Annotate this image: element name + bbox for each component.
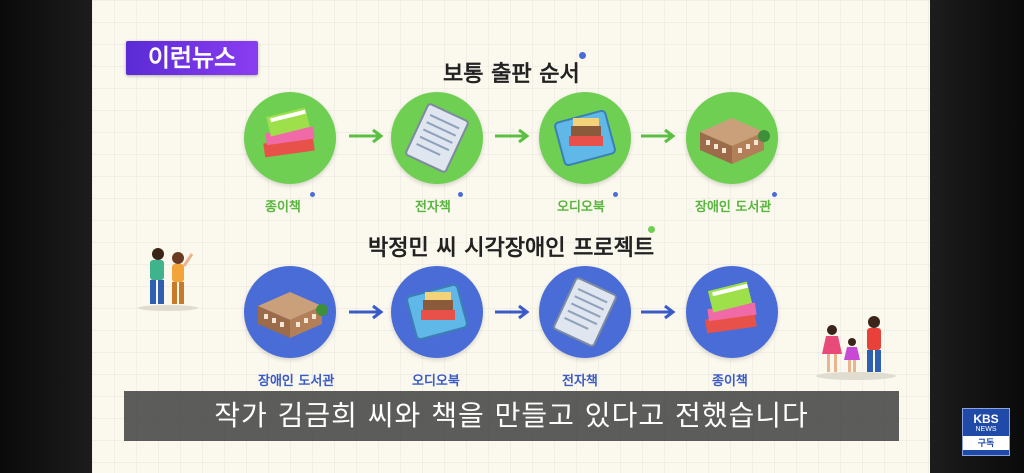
top-step-1-label: 종이책 xyxy=(265,200,301,215)
title-dot xyxy=(579,52,586,59)
caption-dot xyxy=(613,192,618,197)
bottom-section-title: 박정민 씨 시각장애인 프로젝트 xyxy=(368,236,655,261)
subscribe-label: 구독 xyxy=(963,436,1009,450)
arrow-right-icon xyxy=(495,304,530,320)
bottom-step-2-label: 오디오북 xyxy=(412,374,460,389)
caption-dot xyxy=(310,192,315,197)
audiobook-icon xyxy=(554,109,616,167)
paper-book-circle-bottom xyxy=(686,266,778,358)
top-step-4-label: 장애인 도서관 xyxy=(695,200,772,215)
logo-line-2: NEWS xyxy=(975,426,997,433)
walking-people-illustration xyxy=(138,248,198,311)
library-building-icon xyxy=(258,292,328,338)
arrow-right-icon xyxy=(641,128,676,144)
bottom-step-4-label: 종이책 xyxy=(712,374,748,389)
audiobook-circle-bottom xyxy=(391,266,483,358)
bottom-step-1-label: 장애인 도서관 xyxy=(258,374,335,389)
logo-line-1: KBS xyxy=(973,412,999,426)
ebook-circle-bottom xyxy=(539,266,631,358)
top-section-title: 보통 출판 순서 xyxy=(443,62,580,87)
ebook-circle xyxy=(391,92,483,184)
top-step-2-label: 전자책 xyxy=(415,200,451,215)
audiobook-icon xyxy=(406,283,468,341)
family-illustration xyxy=(816,316,896,380)
ebook-icon xyxy=(553,277,617,347)
subtitle-background xyxy=(124,391,899,441)
caption-dot xyxy=(458,192,463,197)
arrow-right-icon xyxy=(349,128,384,144)
top-step-3-label: 오디오북 xyxy=(557,200,605,215)
paper-book-icon xyxy=(263,107,315,158)
arrow-right-icon xyxy=(641,304,676,320)
left-letterbox xyxy=(0,0,92,473)
ebook-icon xyxy=(405,103,469,173)
subtitle-text: 작가 김금희 씨와 책을 만들고 있다고 전했습니다 xyxy=(214,399,809,432)
infographic-frame: 이런뉴스 보통 출판 순서 xyxy=(92,0,930,473)
bottom-step-3-label: 전자책 xyxy=(562,374,598,389)
library-circle-bottom xyxy=(244,266,336,358)
paper-book-circle xyxy=(244,92,336,184)
right-letterbox xyxy=(930,0,1024,473)
caption-dot xyxy=(772,192,777,197)
library-circle xyxy=(686,92,778,184)
arrow-right-icon xyxy=(349,304,384,320)
news-badge: 이런뉴스 xyxy=(126,41,258,75)
arrow-right-icon xyxy=(495,128,530,144)
kbs-news-logo[interactable]: KBS NEWS 구독 xyxy=(962,408,1010,456)
audiobook-circle xyxy=(539,92,631,184)
paper-book-icon xyxy=(705,281,757,334)
title-dot xyxy=(648,226,655,233)
library-building-icon xyxy=(700,118,770,164)
